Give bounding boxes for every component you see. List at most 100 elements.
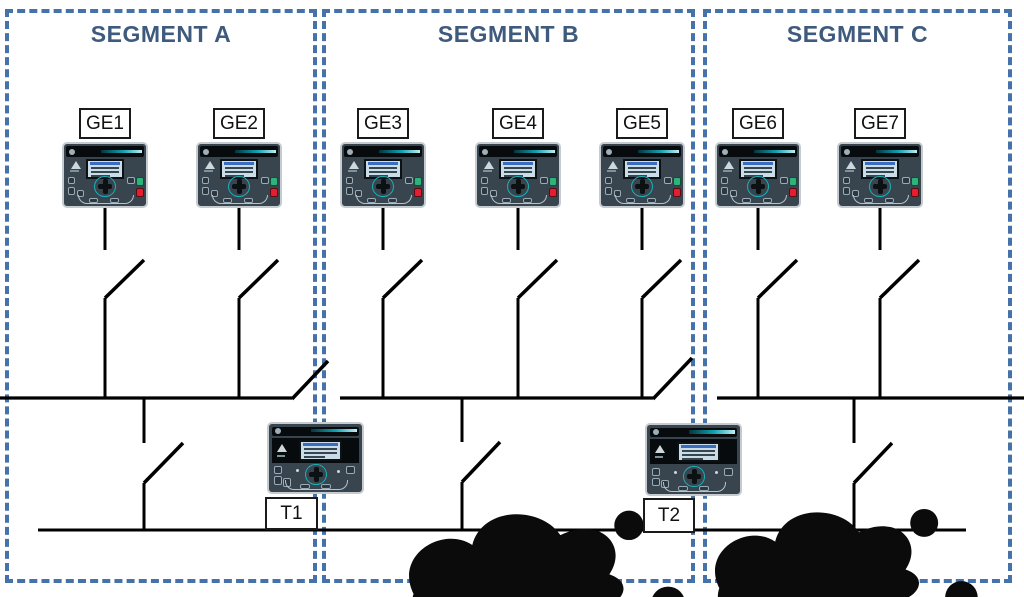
soft-button [202,176,210,185]
soft-button [651,467,660,477]
controller-lcd [220,158,258,179]
stop-button [414,188,422,197]
panel-curve-line [730,194,787,205]
genset-controller-ge7 [837,142,923,208]
stop-button [270,188,278,197]
stop-button [673,188,681,197]
panel-curve-line [211,194,268,205]
tie-controller-t2 [645,423,742,496]
soft-button [261,176,269,185]
brand-streak [875,149,917,154]
soft-button [721,187,729,195]
status-led [673,470,677,474]
alarm-triangle-icon [483,160,494,169]
alarm-label-text [844,170,854,173]
start-button [270,176,278,186]
stop-button [549,188,557,197]
soft-button [902,176,910,185]
alarm-label-text [203,170,213,173]
start-button [911,176,919,186]
segment-title: SEGMENT C [786,21,929,47]
generator-label-box: GE2 [213,108,265,139]
brand-streak [753,149,795,154]
load-feeder-lines [142,398,856,531]
tie-controller-t1 [267,422,364,494]
soft-button [68,187,76,195]
dpad-icon [372,175,394,197]
alarm-triangle-icon [277,443,288,452]
tie-breaker-blades [290,356,694,401]
mode-button [502,197,512,203]
dpad-icon [507,175,529,197]
mode-button [387,197,397,203]
soft-button [202,187,210,195]
start-button [136,176,144,186]
dpad-icon [94,175,116,197]
segment-title: SEGMENT A [90,21,232,47]
soft-button [780,176,788,185]
soft-button [481,187,489,195]
brand-logo-icon [721,148,728,155]
brand-logo-icon [481,148,488,155]
mode-button [646,197,656,203]
start-button [414,176,422,186]
soft-button [68,176,76,185]
tie-label-box: T1 [265,497,318,530]
mode-button [626,197,636,203]
brand-streak [378,149,420,154]
soft-button [605,176,613,185]
panel-curve-line [852,194,909,205]
dpad-icon [683,465,705,488]
generator-feeder-lines [103,207,882,398]
stop-button [789,188,797,197]
status-led [295,468,299,472]
load-breaker-blades [142,440,894,485]
soft-button [540,176,548,185]
brand-logo-icon [843,148,850,155]
start-button [549,176,557,186]
genset-controller-ge1 [62,142,148,208]
mode-button [742,197,752,203]
alarm-triangle-icon [607,160,618,169]
soft-button [651,478,660,487]
alarm-triangle-icon [70,160,81,169]
alarm-triangle-icon [655,445,666,453]
alarm-label-text [722,170,732,173]
factory-load-icon [668,509,999,597]
mode-button [299,483,310,490]
alarm-triangle-icon [204,160,215,169]
soft-button [664,176,672,185]
soft-button [346,466,355,475]
genset-controller-ge2 [196,142,282,208]
brand-logo-icon [274,428,281,435]
panel-curve-line [490,194,547,205]
alarm-triangle-icon [348,160,359,169]
controller-lcd [676,441,720,463]
brand-logo-icon [346,148,353,155]
brand-streak [310,429,358,433]
generator-label-box: GE7 [854,108,906,139]
genset-controller-ge3 [340,142,426,208]
generator-label-box: GE3 [357,108,409,139]
soft-button [346,176,354,185]
generator-label-box: GE1 [79,108,131,139]
genset-controller-ge6 [715,142,801,208]
alarm-triangle-icon [845,160,856,169]
alarm-triangle-icon [723,160,734,169]
dpad-icon [305,464,327,486]
dpad-icon [631,175,653,197]
brand-logo-icon [202,148,209,155]
start-button [673,176,681,186]
controller-lcd [298,440,342,461]
mode-button [522,197,532,203]
tie-label-box: T2 [643,498,695,533]
panel-curve-line [662,481,727,492]
status-led [336,469,340,473]
brand-logo-icon [605,148,612,155]
soft-button [724,467,733,477]
brand-streak [234,149,276,154]
soft-button [843,187,851,195]
mode-button [89,197,99,203]
